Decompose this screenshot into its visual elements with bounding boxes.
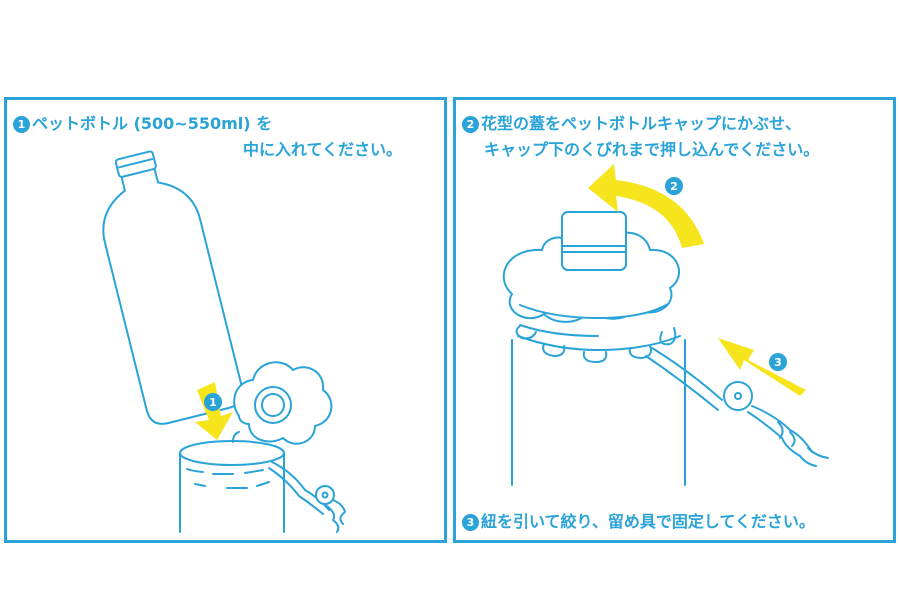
arrow-3-label: 3 — [774, 356, 782, 369]
step-1-number-badge: 1 — [13, 115, 30, 133]
arrow-1: 1 — [195, 382, 233, 440]
step-2-caption-line-2: キャップ下のくびれまで押し込んでください。 — [484, 140, 819, 160]
drawstring-2 — [645, 347, 829, 467]
step-1-text-line-2: 中に入れてください。 — [243, 140, 403, 159]
step-2-number-badge: 2 — [462, 115, 479, 133]
pet-bottle — [102, 150, 244, 425]
step-2-text-line-2: キャップ下のくびれまで押し込んでください。 — [484, 140, 820, 159]
step-3-caption: 3 紐を引いて絞り、留め具で固定してください。 — [462, 512, 815, 532]
step-3-number-badge: 3 — [462, 513, 479, 531]
flower-lid-open — [233, 361, 333, 445]
step-2-3-panel: 2 花型の蓋をペットボトルキャップにかぶせ、 キャップ下のくびれまで押し込んでく… — [453, 97, 896, 543]
step-1-text-line-1: ペットボトル (500~550ml) を — [32, 114, 273, 133]
arrow-3: 3 — [718, 338, 806, 396]
cinch-loops — [515, 325, 677, 363]
arrow-1-label: 1 — [209, 396, 217, 409]
step-1-caption-line-2: 中に入れてください。 — [243, 140, 402, 160]
flower-lid-on-cap — [502, 211, 681, 323]
step-1-panel: 1 ペットボトル (500~550ml) を 中に入れてください。 — [4, 97, 447, 543]
step-3-text: 紐を引いて絞り、留め具で固定してください。 — [481, 512, 815, 531]
bag-body — [179, 440, 285, 533]
drawstring-1 — [268, 461, 346, 533]
step-1-illustration: 1 — [102, 150, 346, 533]
bag-body-closed — [511, 324, 686, 486]
step-2-text-line-1: 花型の蓋をペットボトルキャップにかぶせ、 — [481, 114, 802, 133]
step-2-caption-line-1: 2 花型の蓋をペットボトルキャップにかぶせ、 — [462, 114, 801, 134]
arrow-2: 2 — [588, 164, 704, 248]
arrow-2-label: 2 — [670, 180, 678, 193]
step-1-caption-line-1: 1 ペットボトル (500~550ml) を — [13, 114, 272, 134]
step-2-3-illustration: 2 3 — [502, 164, 829, 486]
